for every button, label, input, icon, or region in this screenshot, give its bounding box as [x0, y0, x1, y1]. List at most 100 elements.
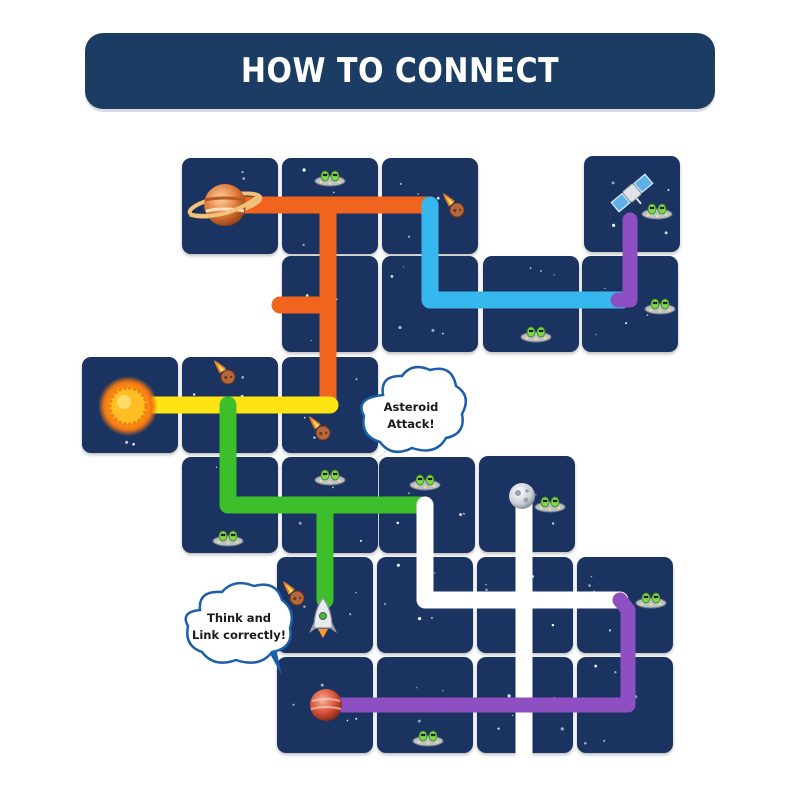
star-dot — [612, 223, 616, 227]
star-dot — [539, 269, 542, 272]
star-dot — [215, 466, 218, 468]
star-dot — [399, 182, 402, 186]
ufo-icon — [635, 592, 667, 609]
star-dot — [241, 375, 245, 379]
star-dot — [193, 393, 196, 396]
star-dot — [614, 671, 617, 674]
satellite-icon — [610, 173, 654, 213]
star-dot — [398, 325, 402, 330]
sun-icon — [98, 376, 158, 436]
callout-link-line1: Think and — [207, 611, 271, 625]
star-dot — [383, 602, 387, 606]
tile-grid — [82, 156, 680, 753]
star-dot — [355, 717, 358, 720]
callout-asteroid-line1: Asteroid — [384, 400, 439, 414]
star-dot — [646, 314, 649, 317]
star-dot — [497, 727, 500, 730]
star-dot — [241, 170, 244, 174]
white-path — [416, 491, 629, 769]
star-dot — [390, 274, 394, 278]
star-dot — [604, 287, 606, 289]
ufo-icon — [520, 326, 552, 343]
callout-link-line2: Link correctly! — [192, 628, 286, 642]
star-dot — [348, 612, 352, 616]
ufo-icon — [641, 203, 673, 220]
ufo-icon — [534, 496, 566, 513]
star-dot — [359, 539, 362, 542]
star-dot — [408, 492, 411, 495]
ufo-icon — [314, 170, 346, 187]
star-dot — [396, 521, 399, 525]
star-dot — [292, 703, 295, 706]
star-dot — [608, 629, 612, 632]
star-dot — [433, 572, 436, 574]
star-dot — [417, 719, 421, 723]
star-dot — [402, 266, 405, 268]
star-dot — [595, 333, 597, 336]
callout-asteroid-attack — [360, 365, 468, 468]
star-dot — [313, 436, 316, 439]
star-dot — [298, 521, 302, 525]
asteroid-icon — [282, 581, 305, 606]
star-dot — [336, 298, 338, 300]
green-path — [219, 396, 434, 609]
star-dot — [436, 196, 440, 200]
star-dot — [459, 513, 463, 517]
moon-icon — [509, 483, 535, 509]
star-dot — [132, 442, 135, 446]
star-dot — [511, 714, 514, 717]
star-dot — [507, 694, 511, 698]
star-dot — [485, 588, 488, 592]
ufo-icon — [409, 474, 441, 491]
page-title: HOW TO CONNECT — [240, 51, 560, 91]
star-dot — [355, 378, 358, 381]
star-dot — [441, 332, 444, 335]
star-dot — [462, 512, 465, 515]
asteroid-icon — [442, 193, 465, 218]
star-dot — [603, 740, 606, 742]
star-dot — [320, 683, 324, 687]
star-dot — [584, 741, 587, 745]
star-dot — [625, 322, 628, 325]
star-dot — [332, 191, 335, 194]
star-dot — [594, 664, 598, 668]
star-dot — [485, 583, 487, 586]
title-banner: HOW TO CONNECT — [85, 33, 715, 109]
star-dot — [535, 494, 537, 496]
star-dot — [590, 575, 593, 578]
star-dot — [431, 328, 435, 332]
star-dot — [611, 181, 615, 185]
star-dot — [305, 294, 309, 297]
orange-path — [229, 196, 439, 409]
star-dot — [416, 687, 418, 689]
star-dot — [442, 689, 444, 692]
star-dot — [355, 591, 357, 594]
asteroid-icon — [213, 360, 236, 385]
star-dot — [302, 168, 306, 172]
star-dot — [125, 440, 129, 444]
mars-icon — [310, 689, 342, 721]
ufo-icon — [314, 469, 346, 486]
saturn-icon — [187, 184, 263, 226]
callout-asteroid-line2: Attack! — [387, 417, 434, 431]
star-dot — [303, 416, 306, 419]
star-dot — [303, 605, 306, 608]
purple-path-bottom — [327, 592, 636, 713]
ufo-icon — [644, 298, 676, 315]
star-dot — [588, 584, 591, 587]
connection-paths — [136, 196, 638, 769]
star-dot — [407, 235, 411, 238]
star-dot — [667, 188, 670, 192]
star-dot — [417, 193, 419, 195]
star-dot — [553, 274, 556, 276]
board-tile[interactable] — [584, 156, 680, 252]
callout-link-correctly — [184, 581, 293, 676]
purple-path-top — [610, 212, 638, 308]
star-dot — [664, 231, 668, 235]
star-dot — [331, 486, 334, 489]
star-dot — [346, 719, 349, 722]
star-dot — [302, 243, 305, 246]
star-dot — [396, 563, 400, 567]
star-dot — [417, 616, 422, 621]
